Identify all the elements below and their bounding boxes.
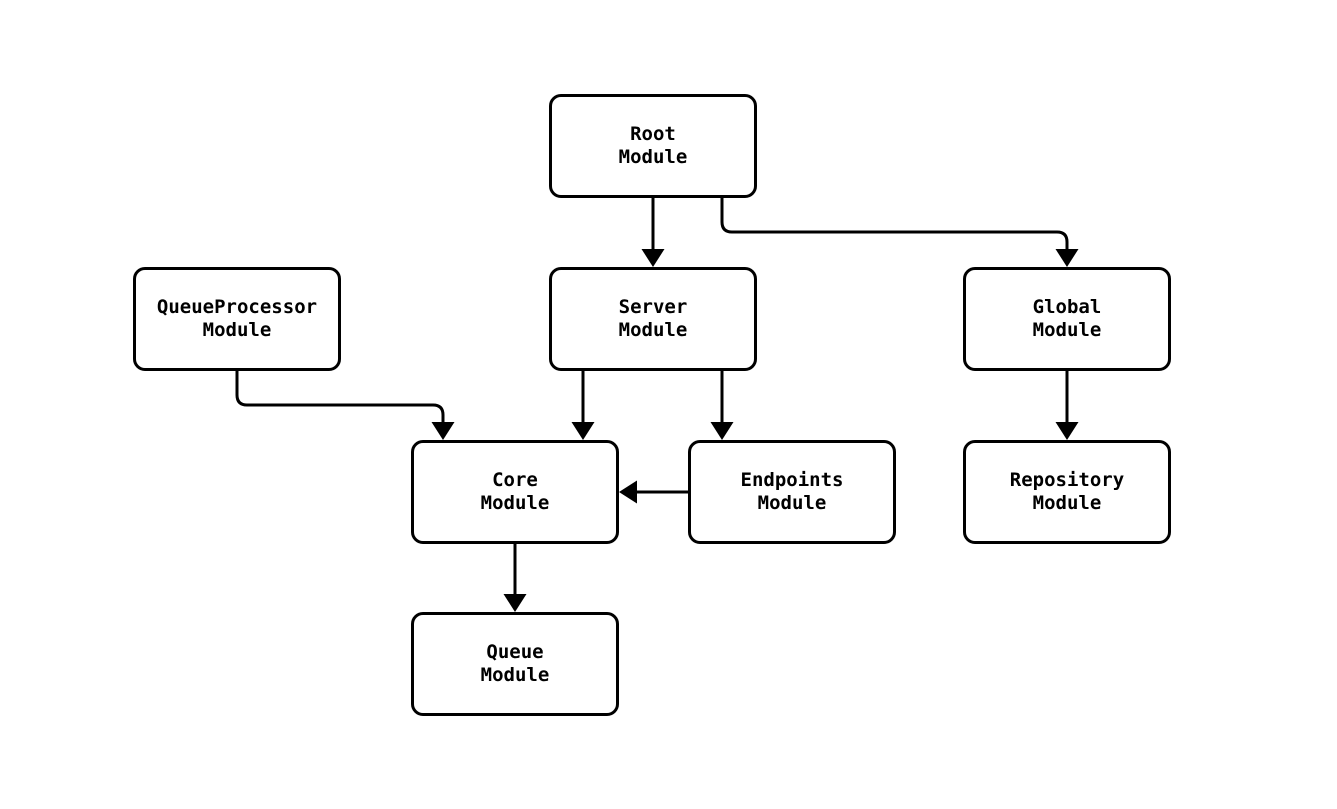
edge-queueprocessor-to-core — [235, 369, 455, 440]
node-endpoints-module: Endpoints Module — [688, 440, 896, 544]
node-label: QueueProcessor Module — [156, 296, 318, 341]
node-label: Server Module — [618, 296, 688, 341]
node-label: Endpoints Module — [740, 469, 844, 514]
node-label: Repository Module — [1009, 469, 1125, 514]
node-root-module: Root Module — [549, 94, 757, 198]
node-global-module: Global Module — [963, 267, 1171, 371]
edge-root-to-global — [720, 196, 1079, 267]
node-queue-module: Queue Module — [411, 612, 619, 716]
node-repository-module: Repository Module — [963, 440, 1171, 544]
node-label: Core Module — [480, 469, 550, 514]
node-queueprocessor-module: QueueProcessor Module — [133, 267, 341, 371]
node-label: Root Module — [618, 123, 688, 168]
node-label: Queue Module — [480, 641, 550, 686]
node-label: Global Module — [1032, 296, 1102, 341]
node-core-module: Core Module — [411, 440, 619, 544]
node-server-module: Server Module — [549, 267, 757, 371]
